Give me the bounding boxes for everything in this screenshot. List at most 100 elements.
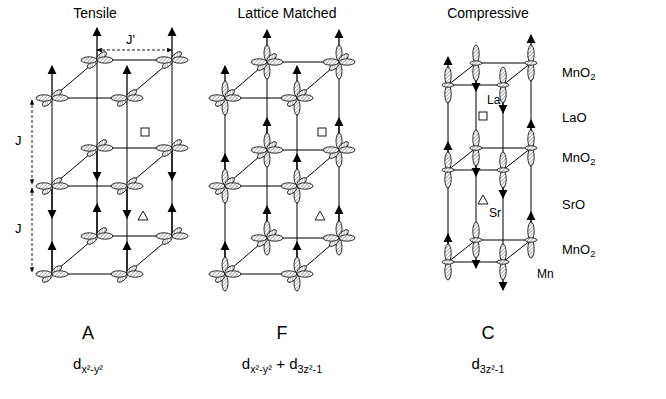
panel-title: Compressive [447,5,529,21]
spin-arrow [126,186,127,218]
spin-arrow [171,148,172,180]
label-group: d3z²-1 [472,356,505,376]
spin-arrow [51,66,52,98]
orbital-lobe [528,222,534,240]
orbital-lobe [267,59,283,65]
orbital-lobe [251,147,267,153]
spin-arrow [51,242,52,274]
orbital-lobe [470,61,482,65]
orbital-lobe [323,147,339,153]
orbital-lobe [445,244,451,262]
orbital-lobe [528,130,534,148]
panel-title: Tensile [73,5,117,21]
lattice-cell [442,35,537,290]
mno2-plane [52,236,172,274]
atom-label: Mn [537,267,554,281]
layer-label: SrO [562,197,585,212]
exchange-dimension [32,100,33,184]
mno2-plane [448,148,531,170]
orbital-lobe [442,168,454,172]
spin-arrow [126,242,127,274]
layer-label: MnO [562,242,590,257]
sr-site-symbol [478,195,488,204]
orbital-lobe [97,57,113,63]
mno2-plane [448,63,531,85]
orbital-lobe [528,148,534,166]
orbital-lobe [297,271,313,277]
orbital-lobe [209,183,225,189]
panel-title: Lattice Matched [238,5,337,21]
orbital-lobe [267,235,283,241]
mno2-plane [52,60,172,98]
orbital-lobe [445,67,451,85]
orbital-lobe [445,170,451,188]
orbital-lobe [297,183,313,189]
exchange-label: J [15,133,22,148]
orbital-lobe [339,235,355,241]
lattice-cell [209,30,355,291]
label-group: dx²-y² [73,356,103,376]
orbital-lobe [297,95,313,101]
orbital-lobe [111,183,127,189]
layer-label: LaO [562,110,587,125]
orbital-lobe [442,260,454,264]
orbital-lobe [323,59,339,65]
spin-arrow [96,148,97,180]
sr-site-symbol [315,211,325,220]
label-group: Compressive [447,6,529,21]
orbital-lobe [81,145,97,151]
orbital-lobe [127,95,143,101]
label-group: dx²-y²+ d3z²-1 [242,356,322,376]
orbital-lobe [442,83,454,87]
label-group: A [82,324,94,344]
label-group: Mn [537,268,554,281]
orbital-lobe [500,85,506,103]
orbital-lobe [172,233,188,239]
orbital-lobe [497,260,509,264]
orbital-lobe [281,183,297,189]
orbital-lobe [445,152,451,170]
orbital-lobe [445,262,451,280]
order-type: A [82,323,94,343]
orbital-lobe [52,183,68,189]
atom-label: La [487,93,500,107]
spin-arrow [51,186,52,218]
sr-site-symbol [138,211,148,220]
orbital-lobe [528,63,534,81]
orbital-lobe [225,95,241,101]
layer-label: MnO [562,150,590,165]
orbital-lobe [156,145,172,151]
orbital-lobe [323,235,339,241]
spin-arrow [171,28,172,60]
orbital-lobe [500,67,506,85]
lattice-cell [36,28,188,284]
orbital-lobe [97,233,113,239]
orbital-lobe [156,233,172,239]
label-group: MnO2 [562,66,595,83]
orbital-label: d [73,355,81,372]
orbital-lobe [36,183,52,189]
orbital-lobe [339,147,355,153]
orbital-lobe [528,240,534,258]
orbital-lobe [127,183,143,189]
spin-arrow [96,28,97,60]
spin-arrow [96,204,97,236]
la-site-symbol [479,112,487,120]
orbital-lobe [525,238,537,242]
orbital-lobe [525,61,537,65]
label-group: J [15,222,22,236]
orbital-lobe [473,240,479,258]
orbital-lobe [281,95,297,101]
orbital-lobe [445,85,451,103]
orbital-lobe [251,59,267,65]
label-group: J [15,134,22,148]
orbital-lobe [81,233,97,239]
la-site-symbol [318,128,326,136]
orbital-lobe [525,146,537,150]
orbital-lobe [81,57,97,63]
orbital-lobe [281,271,297,277]
orbital-lobe [52,271,68,277]
orbital-lobe [209,271,225,277]
orbital-lobe [209,95,225,101]
exchange-dimension [97,50,172,51]
